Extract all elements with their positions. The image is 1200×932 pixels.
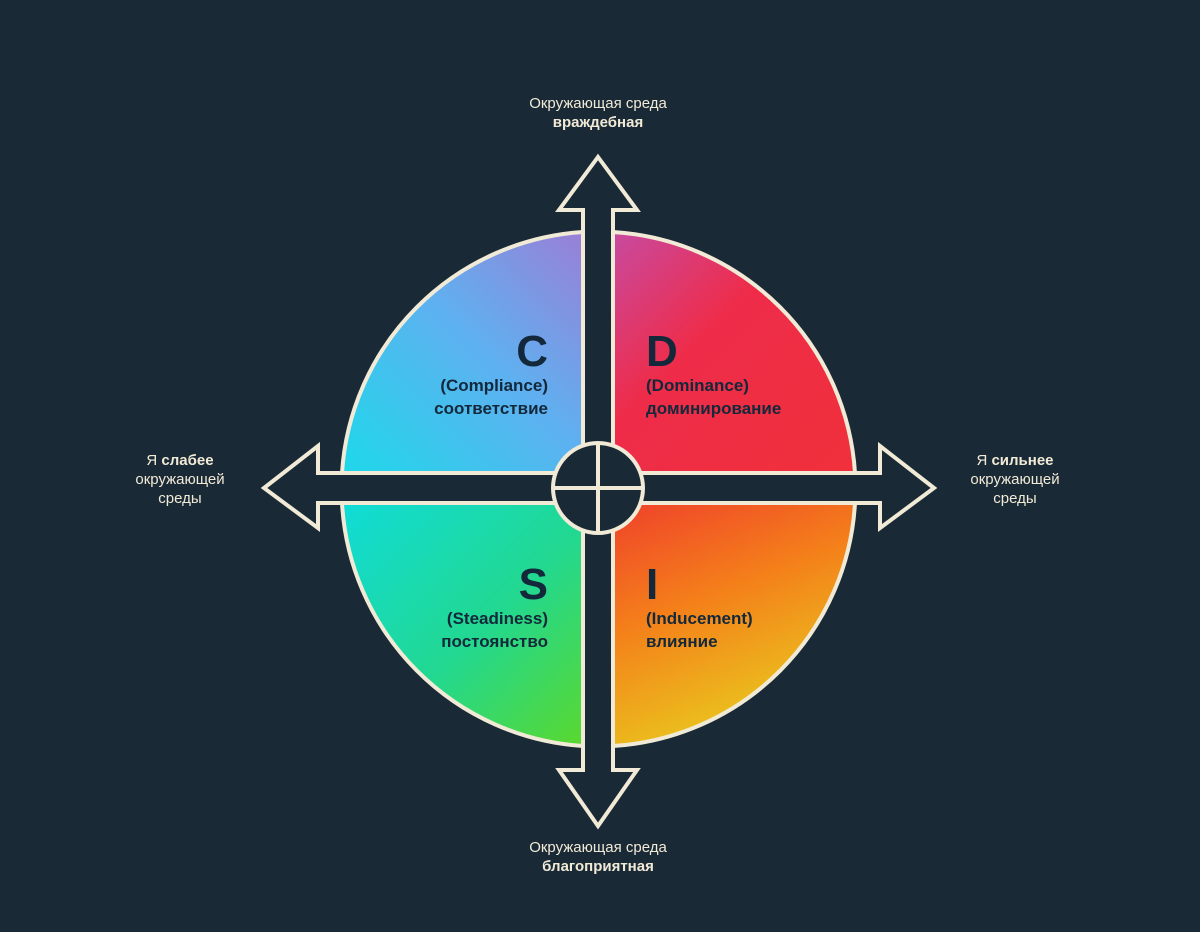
axis-label-top-line1: Окружающая среда — [529, 95, 667, 112]
quadrant-s-text: S (Steadiness) постоянство — [441, 563, 548, 653]
axis-label-bottom: Окружающая среда благоприятная — [498, 838, 698, 876]
axis-label-left-line2: окружающей — [135, 471, 225, 488]
quadrant-d-letter: D — [646, 327, 678, 376]
axis-label-left-prefix: Я — [146, 452, 158, 469]
quadrant-c-russian: соответствие — [434, 399, 548, 418]
quadrant-i-letter: I — [646, 560, 659, 609]
quadrant-i-russian: влияние — [646, 632, 718, 651]
quadrant-d-english: (Dominance) — [646, 376, 749, 395]
quadrant-c-text: C (Compliance) соответствие — [434, 330, 548, 420]
axis-label-right-line2: окружающей — [970, 471, 1060, 488]
quadrant-c-letter: C — [516, 327, 548, 376]
axis-label-top-line2: враждебная — [552, 114, 644, 131]
axis-label-bottom-line2: благоприятная — [542, 858, 654, 875]
quadrant-c-shape — [340, 230, 585, 475]
axis-label-left: Я слабее окружающей среды — [110, 451, 250, 508]
quadrant-s-shape — [340, 501, 585, 748]
axis-label-left-line3: среды — [158, 490, 202, 507]
quadrant-i-text: I (Inducement) влияние — [646, 563, 753, 653]
quadrant-c-english: (Compliance) — [440, 376, 548, 395]
quadrant-s-letter: S — [518, 560, 548, 609]
axis-label-right-line3: среды — [993, 490, 1037, 507]
axis-label-right-prefix: Я — [976, 452, 988, 469]
quadrant-i-english: (Inducement) — [646, 609, 753, 628]
axis-label-top: Окружающая среда враждебная — [498, 94, 698, 132]
axis-label-left-bold: слабее — [161, 452, 214, 469]
quadrant-i-shape — [611, 501, 857, 748]
quadrant-d-shape — [611, 230, 857, 475]
axis-label-right-bold: сильнее — [991, 452, 1054, 469]
quadrant-d-text: D (Dominance) доминирование — [646, 330, 781, 420]
quadrant-d-russian: доминирование — [646, 399, 782, 418]
quadrant-s-english: (Steadiness) — [446, 609, 548, 628]
axis-label-bottom-line1: Окружающая среда — [529, 839, 667, 856]
quadrant-s-russian: постоянство — [441, 632, 548, 651]
axis-label-right: Я сильнее окружающей среды — [940, 451, 1090, 508]
